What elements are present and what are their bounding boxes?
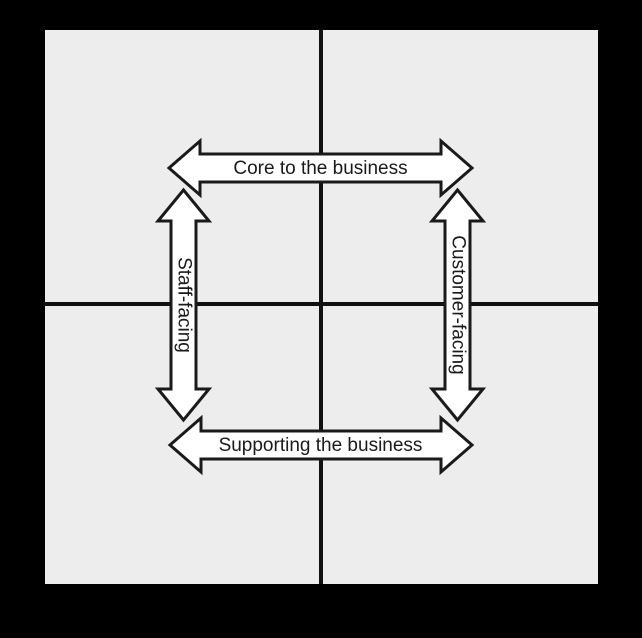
- axis-label-supporting-the-business: Supporting the business: [219, 435, 423, 456]
- axis-label-staff-facing: Staff-facing: [173, 257, 194, 353]
- axis-label-core-to-the-business: Core to the business: [233, 158, 407, 179]
- axis-arrow-customer-facing[interactable]: Customer-facing: [428, 187, 487, 423]
- axis-arrow-supporting-the-business[interactable]: Supporting the business: [167, 414, 475, 476]
- staff-facing-arrow-shape: [154, 187, 213, 423]
- axis-arrow-core-to-the-business[interactable]: Core to the business: [166, 137, 475, 199]
- axis-label-customer-facing: Customer-facing: [447, 235, 468, 374]
- customer-facing-arrow-shape: [428, 187, 487, 423]
- core-to-the-business-arrow-shape: [166, 137, 475, 199]
- axis-arrow-staff-facing[interactable]: Staff-facing: [154, 187, 213, 423]
- supporting-the-business-arrow-shape: [167, 414, 475, 476]
